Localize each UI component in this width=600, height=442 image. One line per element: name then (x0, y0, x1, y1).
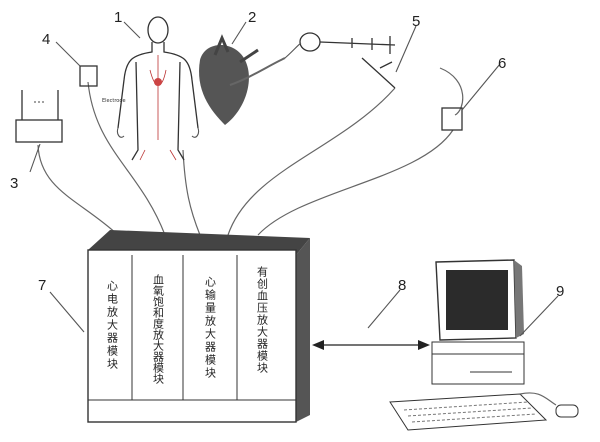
callout-2: 2 (248, 9, 256, 26)
sensor-box-4 (79, 65, 98, 87)
callout-8: 8 (398, 277, 406, 294)
pressure-transducer-device (15, 90, 63, 143)
module-label-4: 有创血压放大器模块 (256, 265, 269, 374)
callout-4: 4 (42, 31, 50, 48)
callout-3: 3 (10, 175, 18, 192)
computer-workstation (389, 259, 579, 431)
bidirectional-arrow (312, 340, 430, 350)
callout-5: 5 (412, 13, 420, 30)
callout-7: 7 (38, 277, 46, 294)
human-body-figure: Electrode (102, 16, 200, 161)
heart-illustration (199, 34, 286, 125)
callout-leaders (29, 21, 559, 337)
module-label-3: 心输量放大器模块 (204, 276, 217, 380)
catheter-device (284, 32, 396, 89)
sensor-box-6 (441, 107, 463, 131)
amplifier-cabinet (87, 230, 310, 423)
callout-6: 6 (498, 55, 506, 72)
module-label-1: 心电放大器模块 (106, 280, 119, 371)
callout-1: 1 (114, 9, 122, 26)
callout-9: 9 (556, 283, 564, 300)
svg-text:Electrode: Electrode (102, 98, 126, 104)
signal-cables (37, 67, 464, 236)
module-label-2: 血氧饱和度放大器模块 (152, 273, 165, 385)
